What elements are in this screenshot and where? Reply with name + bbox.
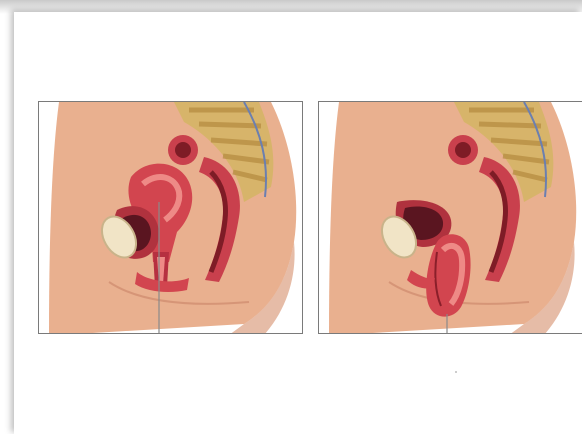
prolapse-illustration	[319, 102, 582, 334]
stray-dot	[455, 371, 457, 373]
normal-anatomy-illustration	[39, 102, 303, 334]
panel-prolapse	[318, 101, 582, 334]
panel-normal-anatomy	[38, 101, 303, 334]
